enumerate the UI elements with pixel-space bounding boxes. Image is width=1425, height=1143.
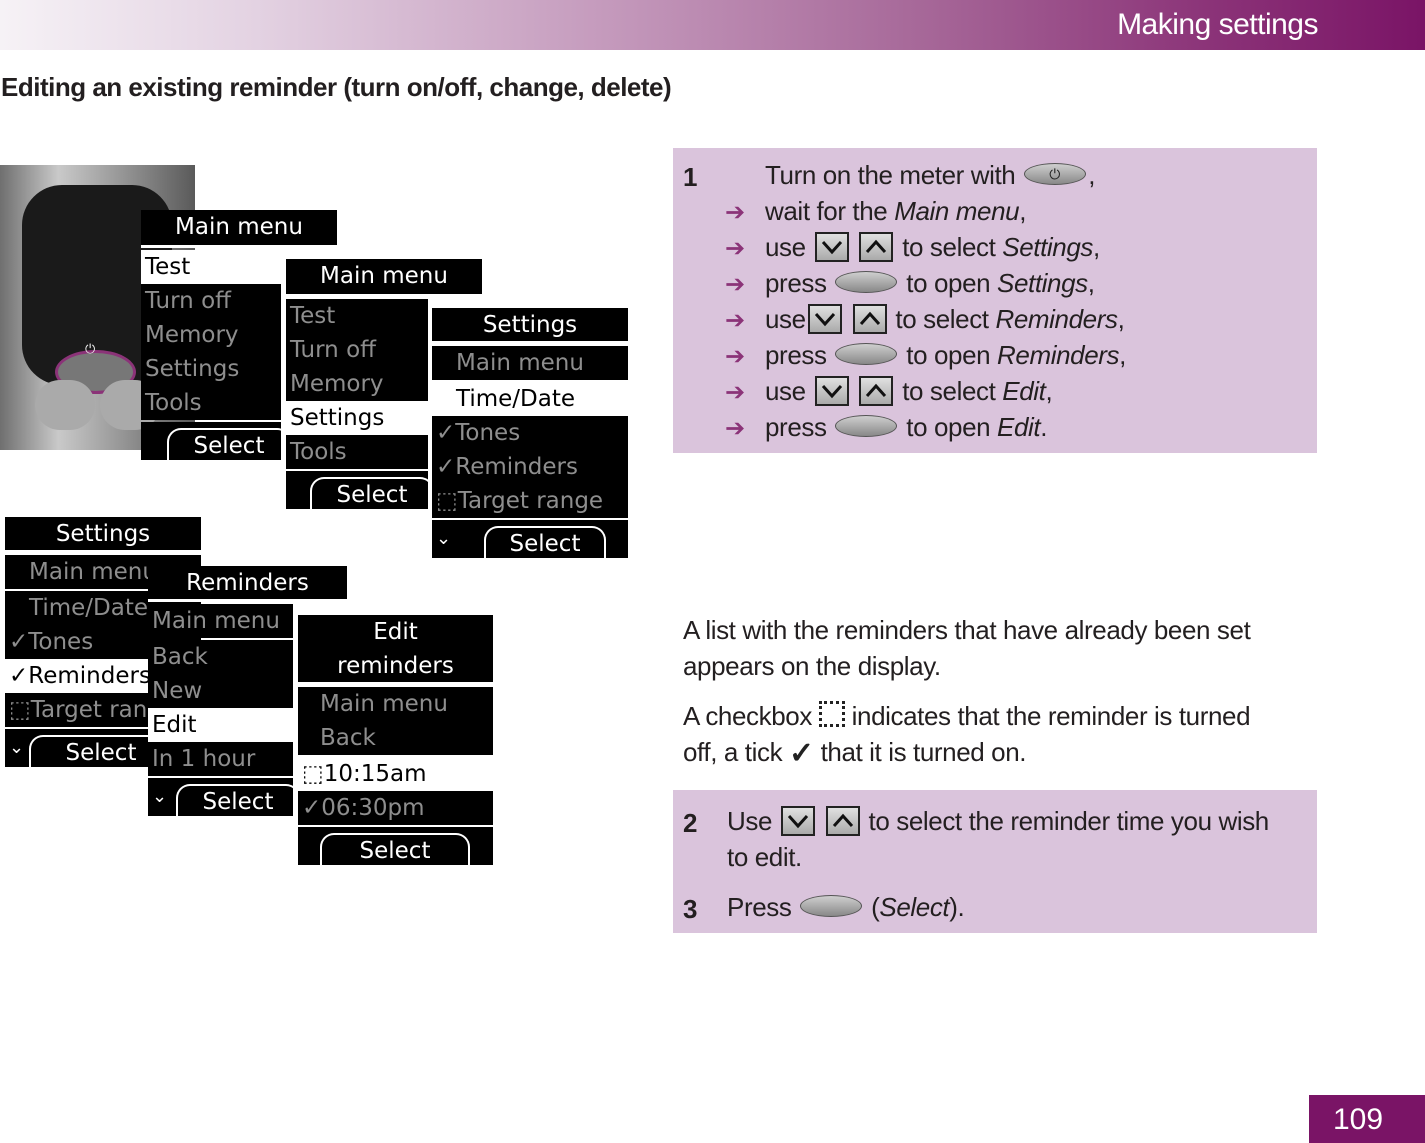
down-button-icon — [807, 304, 842, 335]
info-paragraph-1: A list with the reminders that have alre… — [683, 615, 1251, 681]
arrow-icon: ➔ — [725, 235, 746, 262]
select-button-icon — [835, 343, 898, 366]
select-button-icon — [835, 271, 898, 294]
arrow-icon: ➔ — [725, 199, 746, 226]
step-number: 2 — [683, 808, 698, 838]
step1-line2: wait for the Main menu, — [765, 196, 1027, 226]
arrow-icon: ➔ — [725, 271, 746, 298]
down-button-icon — [780, 806, 815, 837]
step-number: 3 — [683, 894, 698, 924]
up-button-icon — [852, 304, 887, 335]
header-bar: Making settings — [0, 0, 1425, 50]
tick-icon: ✓ — [789, 737, 814, 771]
arrow-icon: ➔ — [725, 307, 746, 334]
info-paragraph-2: A checkbox indicates that the reminder i… — [683, 701, 1251, 771]
section-title: Editing an existing reminder (turn on/of… — [1, 72, 672, 102]
up-button-icon — [859, 232, 894, 263]
checkbox-icon — [818, 701, 845, 728]
select-button-icon — [800, 895, 863, 918]
power-button-icon — [1024, 163, 1087, 186]
select-button-icon — [835, 415, 898, 438]
down-button-icon — [814, 376, 849, 407]
screen-main-menu-2: Main menu Test Turn off Memory Settings … — [286, 259, 482, 509]
chevron-down-icon: ⌄ — [436, 528, 452, 549]
power-icon: ⏻ — [85, 341, 96, 356]
step2-line2: to edit. — [727, 842, 802, 872]
arrow-icon: ➔ — [725, 415, 746, 442]
up-button-icon — [859, 376, 894, 407]
chevron-down-icon: ⌄ — [9, 737, 25, 758]
screen-edit-reminders: Edit reminders Main menu Back ⬚10:15am ✓… — [298, 615, 493, 865]
step1-line5: use to select Reminders, — [765, 304, 1125, 335]
step2-line1: Use to select the reminder time you wish — [727, 806, 1269, 837]
instruction-box-step2-3: 2 Use to select the reminder time you wi… — [673, 790, 1317, 933]
step1-line7: use to select Edit, — [765, 376, 1053, 407]
screen-settings-1: Settings Main menu Time/Date ✓Tones ✓Rem… — [432, 308, 628, 558]
up-button-icon — [825, 806, 860, 837]
arrow-icon: ➔ — [725, 343, 746, 370]
down-button-icon — [814, 232, 849, 263]
chevron-down-icon: ⌄ — [152, 786, 168, 807]
arrow-icon: ➔ — [725, 379, 746, 406]
step1-line8: press to open Edit. — [765, 412, 1048, 442]
screen-reminders: Reminders Main menu Back New Edit In 1 h… — [148, 566, 347, 816]
step1-line6: press to open Reminders, — [765, 340, 1126, 370]
screen-main-menu-1: Main menu Test Turn off Memory Settings … — [141, 210, 337, 460]
step1-line1: Turn on the meter with , — [765, 160, 1095, 191]
chapter-title: Making settings — [1117, 8, 1318, 41]
step3-line: Press (Select). — [727, 892, 965, 922]
page-number: 109 — [1309, 1095, 1425, 1143]
step1-line3: use to select Settings, — [765, 232, 1100, 263]
step-number: 1 — [683, 162, 698, 192]
instruction-box-step1: 1 Turn on the meter with , ➔ wait for th… — [673, 148, 1317, 453]
step1-line4: press to open Settings, — [765, 268, 1095, 298]
